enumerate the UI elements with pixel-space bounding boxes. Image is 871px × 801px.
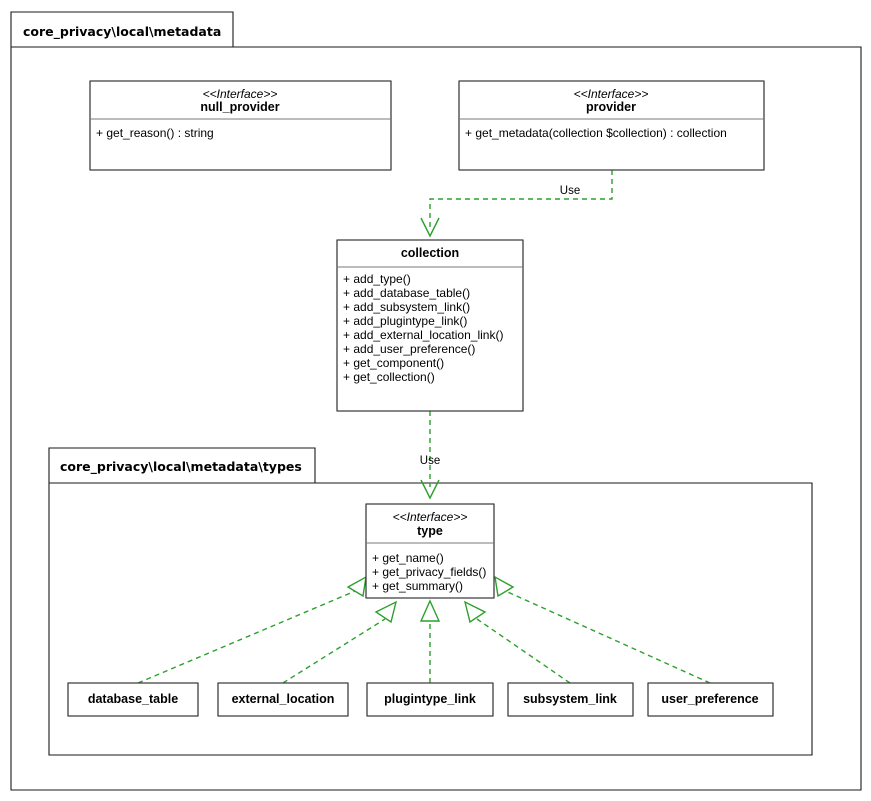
package-tab-outline <box>10 11 862 791</box>
class-member-null-provider-0: + get_reason() : string <box>96 126 214 140</box>
class-member-collection-4: + add_external_location_link() <box>343 328 503 342</box>
class-outline-external-location <box>217 682 349 717</box>
class-name-database-table: database_table <box>88 692 178 706</box>
class-box-plugintype-link[interactable]: plugintype_link <box>366 682 494 717</box>
edge-database-table-realizes-type <box>137 575 367 684</box>
arrowhead-open-type <box>420 479 440 500</box>
class-name-provider: provider <box>586 100 636 114</box>
arrowhead-triangle-user-preference <box>494 575 515 598</box>
arrowhead-open-collection <box>420 217 440 238</box>
class-name-plugintype-link: plugintype_link <box>384 692 476 706</box>
class-member-type-1: + get_privacy_fields() <box>372 565 486 579</box>
class-box-null-provider[interactable]: <<Interface>> null_provider + get_reason… <box>89 80 392 171</box>
class-box-provider[interactable]: <<Interface>> provider + get_metadata(co… <box>458 80 765 171</box>
class-member-type-2: + get_summary() <box>372 579 463 593</box>
class-member-collection-6: + get_component() <box>343 356 444 370</box>
edge-user-preference-realizes-type <box>494 575 711 684</box>
edge-external-location-realizes-type <box>282 600 398 684</box>
class-outline-database-table <box>67 682 199 717</box>
class-member-type-0: + get_name() <box>372 551 444 565</box>
class-outline-subsystem-link <box>507 682 634 717</box>
edge-subsystem-link-realizes-type <box>463 600 571 684</box>
class-stereotype-type: <<Interface>> <box>393 510 468 524</box>
class-member-provider-0: + get_metadata(collection $collection) :… <box>465 126 727 140</box>
class-name-subsystem-link: subsystem_link <box>523 692 617 706</box>
class-member-collection-7: + get_collection() <box>343 370 435 384</box>
package-label-types: core_privacy\local\metadata\types <box>60 459 302 475</box>
arrowhead-triangle-database-table <box>346 575 367 598</box>
edge-label-use-collection: Use <box>420 455 440 467</box>
package-frame-metadata: core_privacy\local\metadata <box>10 11 862 791</box>
realization-line-subsystem-link <box>476 618 571 684</box>
class-name-collection: collection <box>401 246 459 260</box>
class-name-external-location: external_location <box>232 692 335 706</box>
arrowhead-triangle-external-location <box>374 600 398 624</box>
class-name-user-preference: user_preference <box>661 692 758 706</box>
package-frame-types: core_privacy\local\metadata\types <box>48 447 813 756</box>
class-member-collection-2: + add_subsystem_link() <box>343 300 470 314</box>
class-box-type[interactable]: <<Interface>> type + get_name() + get_pr… <box>365 503 495 599</box>
arrowhead-triangle-plugintype-link <box>419 599 441 622</box>
class-box-subsystem-link[interactable]: subsystem_link <box>507 682 634 717</box>
edge-label-use-provider: Use <box>560 185 580 197</box>
package-label-metadata: core_privacy\local\metadata <box>23 24 221 40</box>
class-stereotype-provider: <<Interface>> <box>574 87 649 101</box>
class-member-collection-1: + add_database_table() <box>343 286 470 300</box>
edge-collection-uses-type: Use <box>420 411 440 500</box>
class-name-type: type <box>417 524 443 538</box>
class-box-external-location[interactable]: external_location <box>217 682 349 717</box>
class-outline-null-provider <box>89 80 392 171</box>
class-member-collection-3: + add_plugintype_link() <box>343 314 467 328</box>
realization-line-database-table <box>137 588 361 684</box>
realization-line-user-preference <box>500 588 711 684</box>
edge-plugintype-link-realizes-type <box>419 599 441 683</box>
dependency-line-provider-collection <box>429 170 613 227</box>
edge-provider-uses-collection: Use <box>420 170 613 238</box>
class-box-collection[interactable]: collection + add_type() + add_database_t… <box>336 239 524 412</box>
class-outline-collection <box>336 239 524 412</box>
class-name-null-provider: null_provider <box>200 100 279 114</box>
class-outline-provider <box>458 80 765 171</box>
class-outline-user-preference <box>647 682 774 717</box>
package-types-outline <box>48 447 813 756</box>
arrowhead-triangle-subsystem-link <box>463 600 487 624</box>
class-box-database-table[interactable]: database_table <box>67 682 199 717</box>
class-member-collection-0: + add_type() <box>343 272 411 286</box>
class-stereotype-null-provider: <<Interface>> <box>203 87 278 101</box>
class-box-user-preference[interactable]: user_preference <box>647 682 774 717</box>
class-outline-type <box>365 503 495 599</box>
realization-line-external-location <box>282 618 386 684</box>
class-member-collection-5: + add_user_preference() <box>343 342 475 356</box>
class-outline-plugintype-link <box>366 682 494 717</box>
